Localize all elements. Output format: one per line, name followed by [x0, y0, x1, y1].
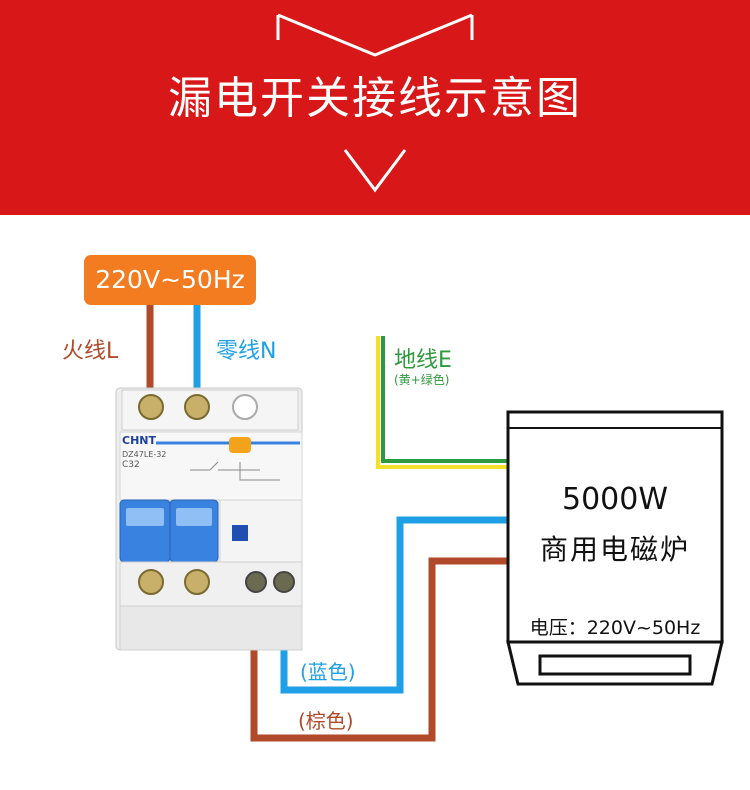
rcd-terminal-left — [245, 571, 267, 593]
header-banner — [0, 0, 750, 215]
lever-grip-right — [176, 508, 212, 526]
bottom-chevron-icon — [343, 149, 407, 193]
lever-grip-left — [126, 508, 164, 526]
stove-base-slot — [538, 654, 692, 676]
breaker-rating: C32 — [122, 460, 140, 470]
stove-power: 5000W — [561, 482, 668, 517]
breaker-brand: CHNT — [122, 434, 156, 447]
blue-load-wire — [280, 516, 510, 694]
breaker-model: DZ47LE-32 — [122, 450, 167, 459]
neutral-terminal-screw — [184, 394, 210, 420]
breaker-din-foot — [119, 605, 303, 651]
rcd-terminal-right — [273, 571, 295, 593]
stove-name: 商用电磁炉 — [539, 533, 690, 566]
page-title: 漏电开关接线示意图 — [168, 73, 582, 124]
stove-voltage: 电压：220V~50Hz — [529, 617, 701, 639]
brown-load-wire — [250, 557, 510, 742]
rcd-reset-button — [232, 525, 248, 541]
load-terminal-left — [138, 569, 164, 595]
supply-voltage-badge: 220V~50Hz — [84, 255, 256, 305]
test-terminal — [232, 394, 258, 420]
test-button — [229, 437, 251, 453]
live-terminal-screw — [138, 394, 164, 420]
live-wire-label: 火线L — [62, 339, 119, 364]
brown-wire-label: (棕色) — [298, 709, 354, 733]
earth-wire-color-note: (黄+绿色) — [394, 373, 450, 387]
stove-body — [506, 410, 724, 644]
top-chevron-icon — [277, 13, 473, 57]
circuit-symbol-icon — [190, 461, 280, 481]
earth-wire-label: 地线E — [394, 348, 452, 373]
banner-chevrons — [276, 13, 474, 193]
earth-wire-yellow — [376, 336, 510, 469]
earth-wire-green — [381, 336, 510, 463]
neutral-wire-label: 零线N — [216, 339, 277, 364]
load-terminal-right — [184, 569, 210, 595]
blue-wire-label: (蓝色) — [300, 660, 356, 684]
